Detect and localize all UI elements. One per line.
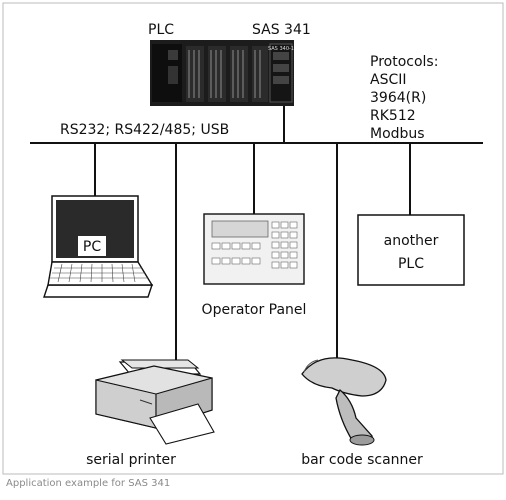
- protocol-item: RK512: [370, 108, 416, 124]
- protocol-item: 3964(R): [370, 90, 426, 106]
- pc-label: PC: [83, 239, 101, 255]
- plc-label: PLC: [148, 22, 174, 38]
- diagram-frame: [2, 2, 504, 475]
- scanner-icon: [301, 357, 387, 446]
- another-plc-label-line-2: PLC: [398, 256, 424, 272]
- sas-label: SAS 341: [252, 22, 311, 38]
- another-plc-label-line-1: another: [384, 233, 439, 249]
- scanner-label: bar code scanner: [301, 452, 423, 468]
- bus-lines: [30, 106, 483, 372]
- protocols-heading: Protocols:: [370, 54, 438, 70]
- another-plc-box: [357, 214, 465, 286]
- sas-module-badge: SAS 340-1: [268, 46, 294, 52]
- protocol-item: ASCII: [370, 72, 407, 88]
- protocols-list: Protocols: ASCII 3964(R) RK512 Modbus: [370, 54, 438, 142]
- plc-rack: SAS 340-1: [150, 40, 294, 106]
- protocol-item: Modbus: [370, 126, 425, 142]
- serial-printer-label: serial printer: [86, 452, 176, 468]
- operator-panel-icon: [203, 213, 305, 285]
- operator-panel-label: Operator Panel: [202, 302, 307, 318]
- figure-caption: Application example for SAS 341: [6, 478, 171, 489]
- interfaces-label: RS232; RS422/485; USB: [60, 122, 229, 138]
- printer-icon: [95, 359, 215, 445]
